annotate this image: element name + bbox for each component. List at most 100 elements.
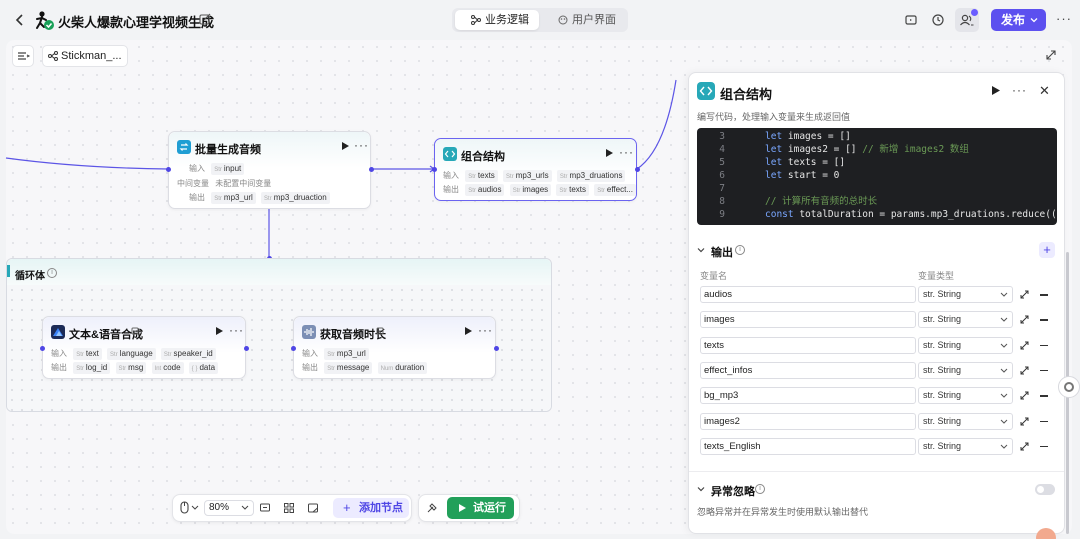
workflow-name-chip[interactable]: Stickman_... xyxy=(42,45,128,67)
variable-name-input[interactable]: texts_English xyxy=(700,437,916,455)
expand-icon[interactable] xyxy=(1020,341,1029,350)
run-node-icon[interactable] xyxy=(464,327,472,335)
history-icon[interactable] xyxy=(930,12,946,28)
expand-icon[interactable] xyxy=(1020,442,1029,451)
avatar[interactable] xyxy=(1036,528,1056,539)
test-run-button[interactable]: 试运行 xyxy=(447,497,514,519)
node-more-icon[interactable]: ··· xyxy=(229,323,244,337)
tag-text: language xyxy=(119,349,153,358)
tab-business-logic[interactable]: 业务逻辑 xyxy=(455,10,539,30)
variable-name-input[interactable]: bg_mp3 xyxy=(700,387,916,405)
debug-tool-icon[interactable] xyxy=(426,502,438,514)
error-section-title: 异常忽略 xyxy=(711,486,755,498)
plugin-badge-icon xyxy=(131,327,139,335)
chevron-down-icon xyxy=(241,505,249,510)
output-port[interactable] xyxy=(494,346,499,351)
tab-user-interface[interactable]: 用户界面 xyxy=(542,10,626,30)
comment-icon[interactable] xyxy=(259,502,271,514)
section-divider xyxy=(689,471,1064,472)
node-more-icon[interactable]: ··· xyxy=(354,138,369,152)
variable-type-select[interactable]: str. String xyxy=(918,387,1013,405)
variable-type-select[interactable]: str. String xyxy=(918,311,1013,329)
expand-icon[interactable] xyxy=(1020,290,1029,299)
tag-text: speaker_id xyxy=(173,349,213,358)
users-icon xyxy=(960,14,974,26)
run-node-icon[interactable] xyxy=(605,149,613,157)
auto-layout-icon[interactable] xyxy=(283,502,295,514)
line-number: 6 xyxy=(719,170,725,181)
collaborators-button[interactable] xyxy=(955,8,979,32)
preview-icon[interactable] xyxy=(903,12,919,28)
expand-icon[interactable] xyxy=(1020,391,1029,400)
variable-name-input[interactable]: images2 xyxy=(700,412,916,430)
expand-icon[interactable] xyxy=(1020,417,1029,426)
zoom-select[interactable]: 80% xyxy=(204,500,254,516)
publish-button[interactable]: 发布 xyxy=(991,9,1046,31)
variable-type-select[interactable]: str. String xyxy=(918,412,1013,430)
outline-toggle-button[interactable] xyxy=(12,45,34,67)
tag-text: log_id xyxy=(85,363,108,372)
run-node-icon[interactable] xyxy=(341,142,349,150)
input-port[interactable] xyxy=(166,167,171,172)
node-title: 获取音频时长 xyxy=(320,329,386,341)
tag-text: images xyxy=(522,185,549,194)
node-more-icon[interactable]: ··· xyxy=(619,145,634,159)
remove-variable-icon[interactable] xyxy=(1040,395,1048,397)
remove-variable-icon[interactable] xyxy=(1040,445,1048,448)
minimap-icon[interactable] xyxy=(307,502,319,514)
panel-more-icon[interactable]: ··· xyxy=(1012,83,1027,97)
info-icon[interactable]: i xyxy=(47,268,57,278)
run-node-icon[interactable] xyxy=(215,327,223,335)
remove-variable-icon[interactable] xyxy=(1040,344,1048,347)
remove-variable-icon[interactable] xyxy=(1040,420,1048,422)
back-arrow-icon[interactable] xyxy=(12,12,28,28)
expand-icon[interactable] xyxy=(1020,315,1029,324)
variable-type-select[interactable]: str. String xyxy=(918,361,1013,379)
variable-name-input[interactable]: texts xyxy=(700,336,916,354)
input-port[interactable] xyxy=(432,167,437,172)
remove-variable-icon[interactable] xyxy=(1040,369,1048,372)
variable-type-select[interactable]: str. String xyxy=(918,286,1013,303)
close-icon[interactable]: ✕ xyxy=(1039,83,1050,98)
output-port[interactable] xyxy=(369,167,374,172)
output-port[interactable] xyxy=(244,346,249,351)
more-menu-icon[interactable]: ··· xyxy=(1056,11,1072,26)
variable-type-select[interactable]: str. String xyxy=(918,336,1013,354)
mouse-mode-icon[interactable] xyxy=(178,501,200,515)
workflow-name: Stickman_... xyxy=(61,50,122,62)
chevron-down-icon xyxy=(1000,317,1008,323)
ignore-error-toggle[interactable] xyxy=(1035,484,1055,495)
variable-name-input[interactable]: images xyxy=(700,311,916,329)
run-node-icon[interactable] xyxy=(991,86,1000,95)
chevron-down-icon[interactable] xyxy=(697,485,705,493)
variable-type-select[interactable]: str. String xyxy=(918,437,1013,455)
add-output-button[interactable]: + xyxy=(1039,242,1055,258)
chevron-down-icon xyxy=(1000,444,1008,449)
input-port[interactable] xyxy=(291,346,296,351)
output-port[interactable] xyxy=(635,167,640,172)
info-icon[interactable]: i xyxy=(755,484,765,494)
node-more-icon[interactable]: ··· xyxy=(478,323,493,337)
edit-icon[interactable] xyxy=(198,12,212,26)
side-assistant-handle[interactable] xyxy=(1058,376,1080,398)
fullscreen-icon[interactable] xyxy=(1046,50,1056,60)
add-node-button[interactable]: 添加节点 xyxy=(333,498,409,518)
chevron-down-icon[interactable] xyxy=(697,246,705,254)
tag-text: mp3_url xyxy=(336,349,366,358)
remove-variable-icon[interactable] xyxy=(1040,294,1048,296)
input-port[interactable] xyxy=(40,346,45,351)
variable-name-input[interactable]: effect_infos xyxy=(700,361,916,379)
remove-variable-icon[interactable] xyxy=(1040,319,1048,321)
chevron-down-icon xyxy=(1000,292,1008,297)
expand-icon[interactable] xyxy=(1020,366,1029,375)
info-icon[interactable]: i xyxy=(735,245,745,255)
variable-name-input[interactable]: audios xyxy=(700,286,916,303)
